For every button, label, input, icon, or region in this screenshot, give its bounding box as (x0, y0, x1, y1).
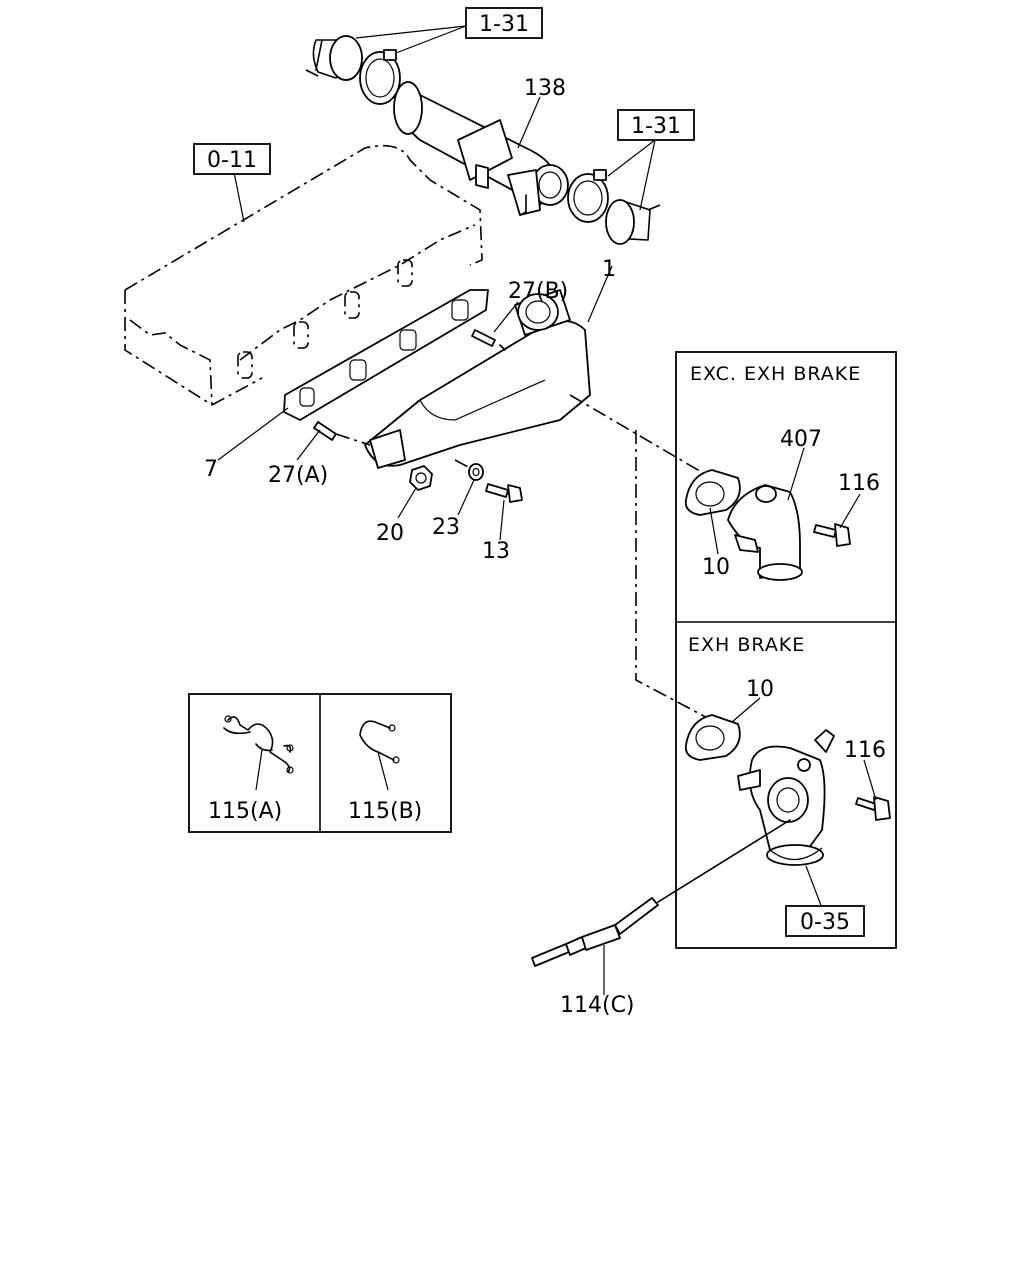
wire-clip-115b (359, 720, 400, 764)
pipe-right-stub (605, 199, 661, 245)
panel-title-exc-exh-brake: EXC. EXH BRAKE (690, 363, 861, 385)
callout-114c: 114(C) (560, 993, 635, 1018)
clamp-right (567, 169, 609, 223)
washer-23 (454, 459, 484, 481)
callout-115a: 115(A) (208, 799, 282, 824)
callout-1: 1 (602, 257, 616, 282)
bolt-13 (485, 483, 523, 503)
exhaust-brake-unit (737, 729, 835, 866)
cylinder-head-outline (124, 144, 483, 406)
callout-23: 23 (432, 515, 460, 540)
callout-13: 13 (482, 539, 510, 564)
wire-clip-115a (223, 715, 294, 774)
nut-20 (409, 465, 433, 491)
callout-27a: 27(A) (268, 463, 328, 488)
gasket-10-top (684, 469, 741, 516)
stud-27b (471, 329, 506, 351)
bolt-116-bottom (855, 796, 891, 821)
callout-27b: 27(B) (508, 279, 568, 304)
dashline-to-exc-brake (569, 394, 716, 481)
callout-116-top: 116 (838, 471, 880, 496)
callout-115b: 115(B) (348, 799, 422, 824)
callout-407: 407 (780, 427, 822, 452)
ref-box-1-31-right: 1-31 (617, 109, 695, 141)
ref-label-0-11: 0-11 (207, 148, 257, 173)
ref-label-0-35: 0-35 (800, 910, 850, 935)
callout-10-top: 10 (702, 555, 730, 580)
callout-116-bottom: 116 (844, 738, 886, 763)
stud-27a (313, 421, 371, 446)
callout-20: 20 (376, 521, 404, 546)
ref-box-0-35: 0-35 (785, 905, 865, 937)
ref-label-1-31-top: 1-31 (479, 12, 529, 37)
leader-lines (217, 25, 877, 995)
ref-box-1-31-top: 1-31 (465, 7, 543, 39)
elbow-pipe-407 (727, 484, 803, 581)
callout-138: 138 (524, 76, 566, 101)
callout-10-bottom: 10 (746, 677, 774, 702)
bolt-116-top (813, 523, 851, 547)
manifold-gasket-7 (283, 289, 489, 421)
panel-title-exh-brake: EXH BRAKE (688, 634, 805, 656)
dashline-to-exh-brake (635, 430, 716, 723)
exhaust-manifold-1 (364, 289, 591, 469)
exhaust-pipe-138 (393, 81, 569, 216)
pipe-left-stub (305, 35, 363, 81)
ref-box-0-11: 0-11 (193, 143, 271, 175)
callout-7: 7 (204, 457, 218, 482)
ref-label-1-31-right: 1-31 (631, 114, 681, 139)
cable-114c (531, 819, 791, 967)
clamp-left (359, 49, 401, 105)
gasket-10-bottom (684, 714, 741, 761)
